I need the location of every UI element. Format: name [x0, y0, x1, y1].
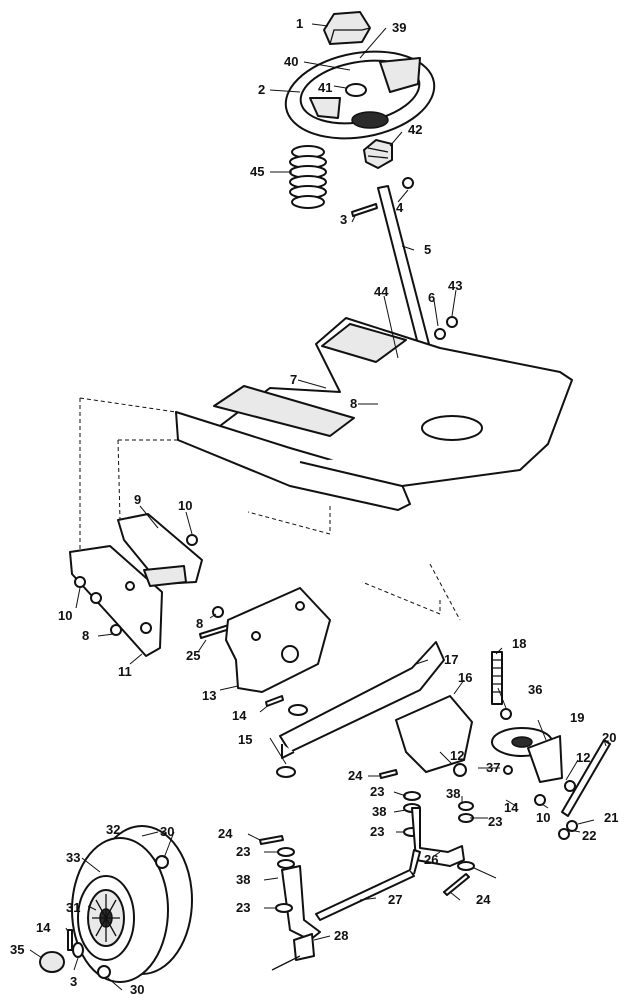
callout-32: 32	[106, 822, 120, 837]
callout-43: 43	[448, 278, 462, 293]
callout-17: 17	[444, 652, 458, 667]
callout-23e: 23	[236, 900, 250, 915]
callout-10a: 10	[178, 498, 192, 513]
sector-gear-shaft	[491, 651, 503, 705]
sector-gear	[491, 727, 563, 783]
callout-44: 44	[374, 284, 389, 299]
callout-14b: 14	[504, 800, 519, 815]
callout-12b: 12	[576, 750, 590, 765]
bracket-hardware	[74, 534, 234, 639]
body-outline	[79, 397, 461, 621]
upper-bracket	[117, 513, 203, 587]
callout-1: 1	[296, 16, 303, 31]
steering-boot	[289, 145, 327, 209]
front-wheel	[71, 825, 193, 983]
callout-22: 22	[582, 828, 596, 843]
callout-9: 9	[134, 492, 141, 507]
callout-16: 16	[458, 670, 472, 685]
callout-14c: 14	[36, 920, 51, 935]
dash-panel	[175, 317, 573, 511]
callout-42: 42	[408, 122, 422, 137]
callout-10c: 10	[536, 810, 550, 825]
callout-23b: 23	[488, 814, 502, 829]
callout-33: 33	[66, 850, 80, 865]
callout-38a: 38	[446, 786, 460, 801]
callout-7: 7	[290, 372, 297, 387]
callout-28: 28	[334, 928, 348, 943]
callout-23a: 23	[370, 784, 384, 799]
callout-3: 3	[340, 212, 347, 227]
callout-15: 15	[238, 732, 252, 747]
callout-3b: 3	[70, 974, 77, 989]
callout-45: 45	[250, 164, 264, 179]
callout-4: 4	[396, 200, 404, 215]
callout-38b: 38	[372, 804, 386, 819]
callout-36: 36	[528, 682, 542, 697]
callout-13: 13	[202, 688, 216, 703]
leader-lines	[29, 23, 607, 991]
callout-19: 19	[570, 710, 584, 725]
shaft-nut-top	[402, 177, 414, 189]
callout-25: 25	[186, 648, 200, 663]
callout-5: 5	[424, 242, 431, 257]
callout-39: 39	[392, 20, 406, 35]
callout-8c: 8	[82, 628, 89, 643]
shaft-bolt-top	[351, 203, 378, 217]
callout-37: 37	[486, 760, 500, 775]
callout-14a: 14	[232, 708, 247, 723]
callout-12a: 12	[450, 748, 464, 763]
tie-rod	[315, 849, 421, 921]
callout-labels: 1 39 40 41 2 42 45 4 3 5 44 6 43 7 8 9 1…	[10, 16, 618, 997]
callout-23c: 23	[370, 824, 384, 839]
shaft-nut-lower	[434, 316, 458, 340]
callout-27: 27	[388, 892, 402, 907]
callout-20: 20	[602, 730, 616, 745]
axle-mount-washers	[265, 695, 308, 778]
center-mount-plate	[225, 587, 331, 693]
callout-8b: 8	[196, 616, 203, 631]
callout-10b: 10	[58, 608, 72, 623]
callout-24a: 24	[348, 768, 363, 783]
callout-18: 18	[512, 636, 526, 651]
callout-38c: 38	[236, 872, 250, 887]
callout-40: 40	[284, 54, 298, 69]
callout-31: 31	[66, 900, 80, 915]
left-spindle	[259, 835, 321, 971]
callout-8a: 8	[350, 396, 357, 411]
steering-shaft	[377, 185, 431, 353]
steering-adapter	[363, 139, 393, 169]
callout-30b: 30	[130, 982, 144, 997]
spindle-bracket	[395, 695, 473, 777]
drag-link	[558, 739, 611, 840]
wheel-hardware	[39, 855, 169, 979]
callout-23d: 23	[236, 844, 250, 859]
sector-hardware	[500, 708, 576, 806]
callout-35: 35	[10, 942, 24, 957]
callout-41: 41	[318, 80, 332, 95]
callout-24b: 24	[218, 826, 233, 841]
callout-24c: 24	[476, 892, 491, 907]
callout-11: 11	[118, 664, 132, 679]
steering-wheel	[284, 50, 436, 140]
callout-26: 26	[424, 852, 438, 867]
steering-wheel-cap	[323, 11, 371, 45]
callout-2: 2	[258, 82, 265, 97]
callout-6: 6	[428, 290, 435, 305]
callout-21: 21	[604, 810, 618, 825]
callout-30a: 30	[160, 824, 174, 839]
